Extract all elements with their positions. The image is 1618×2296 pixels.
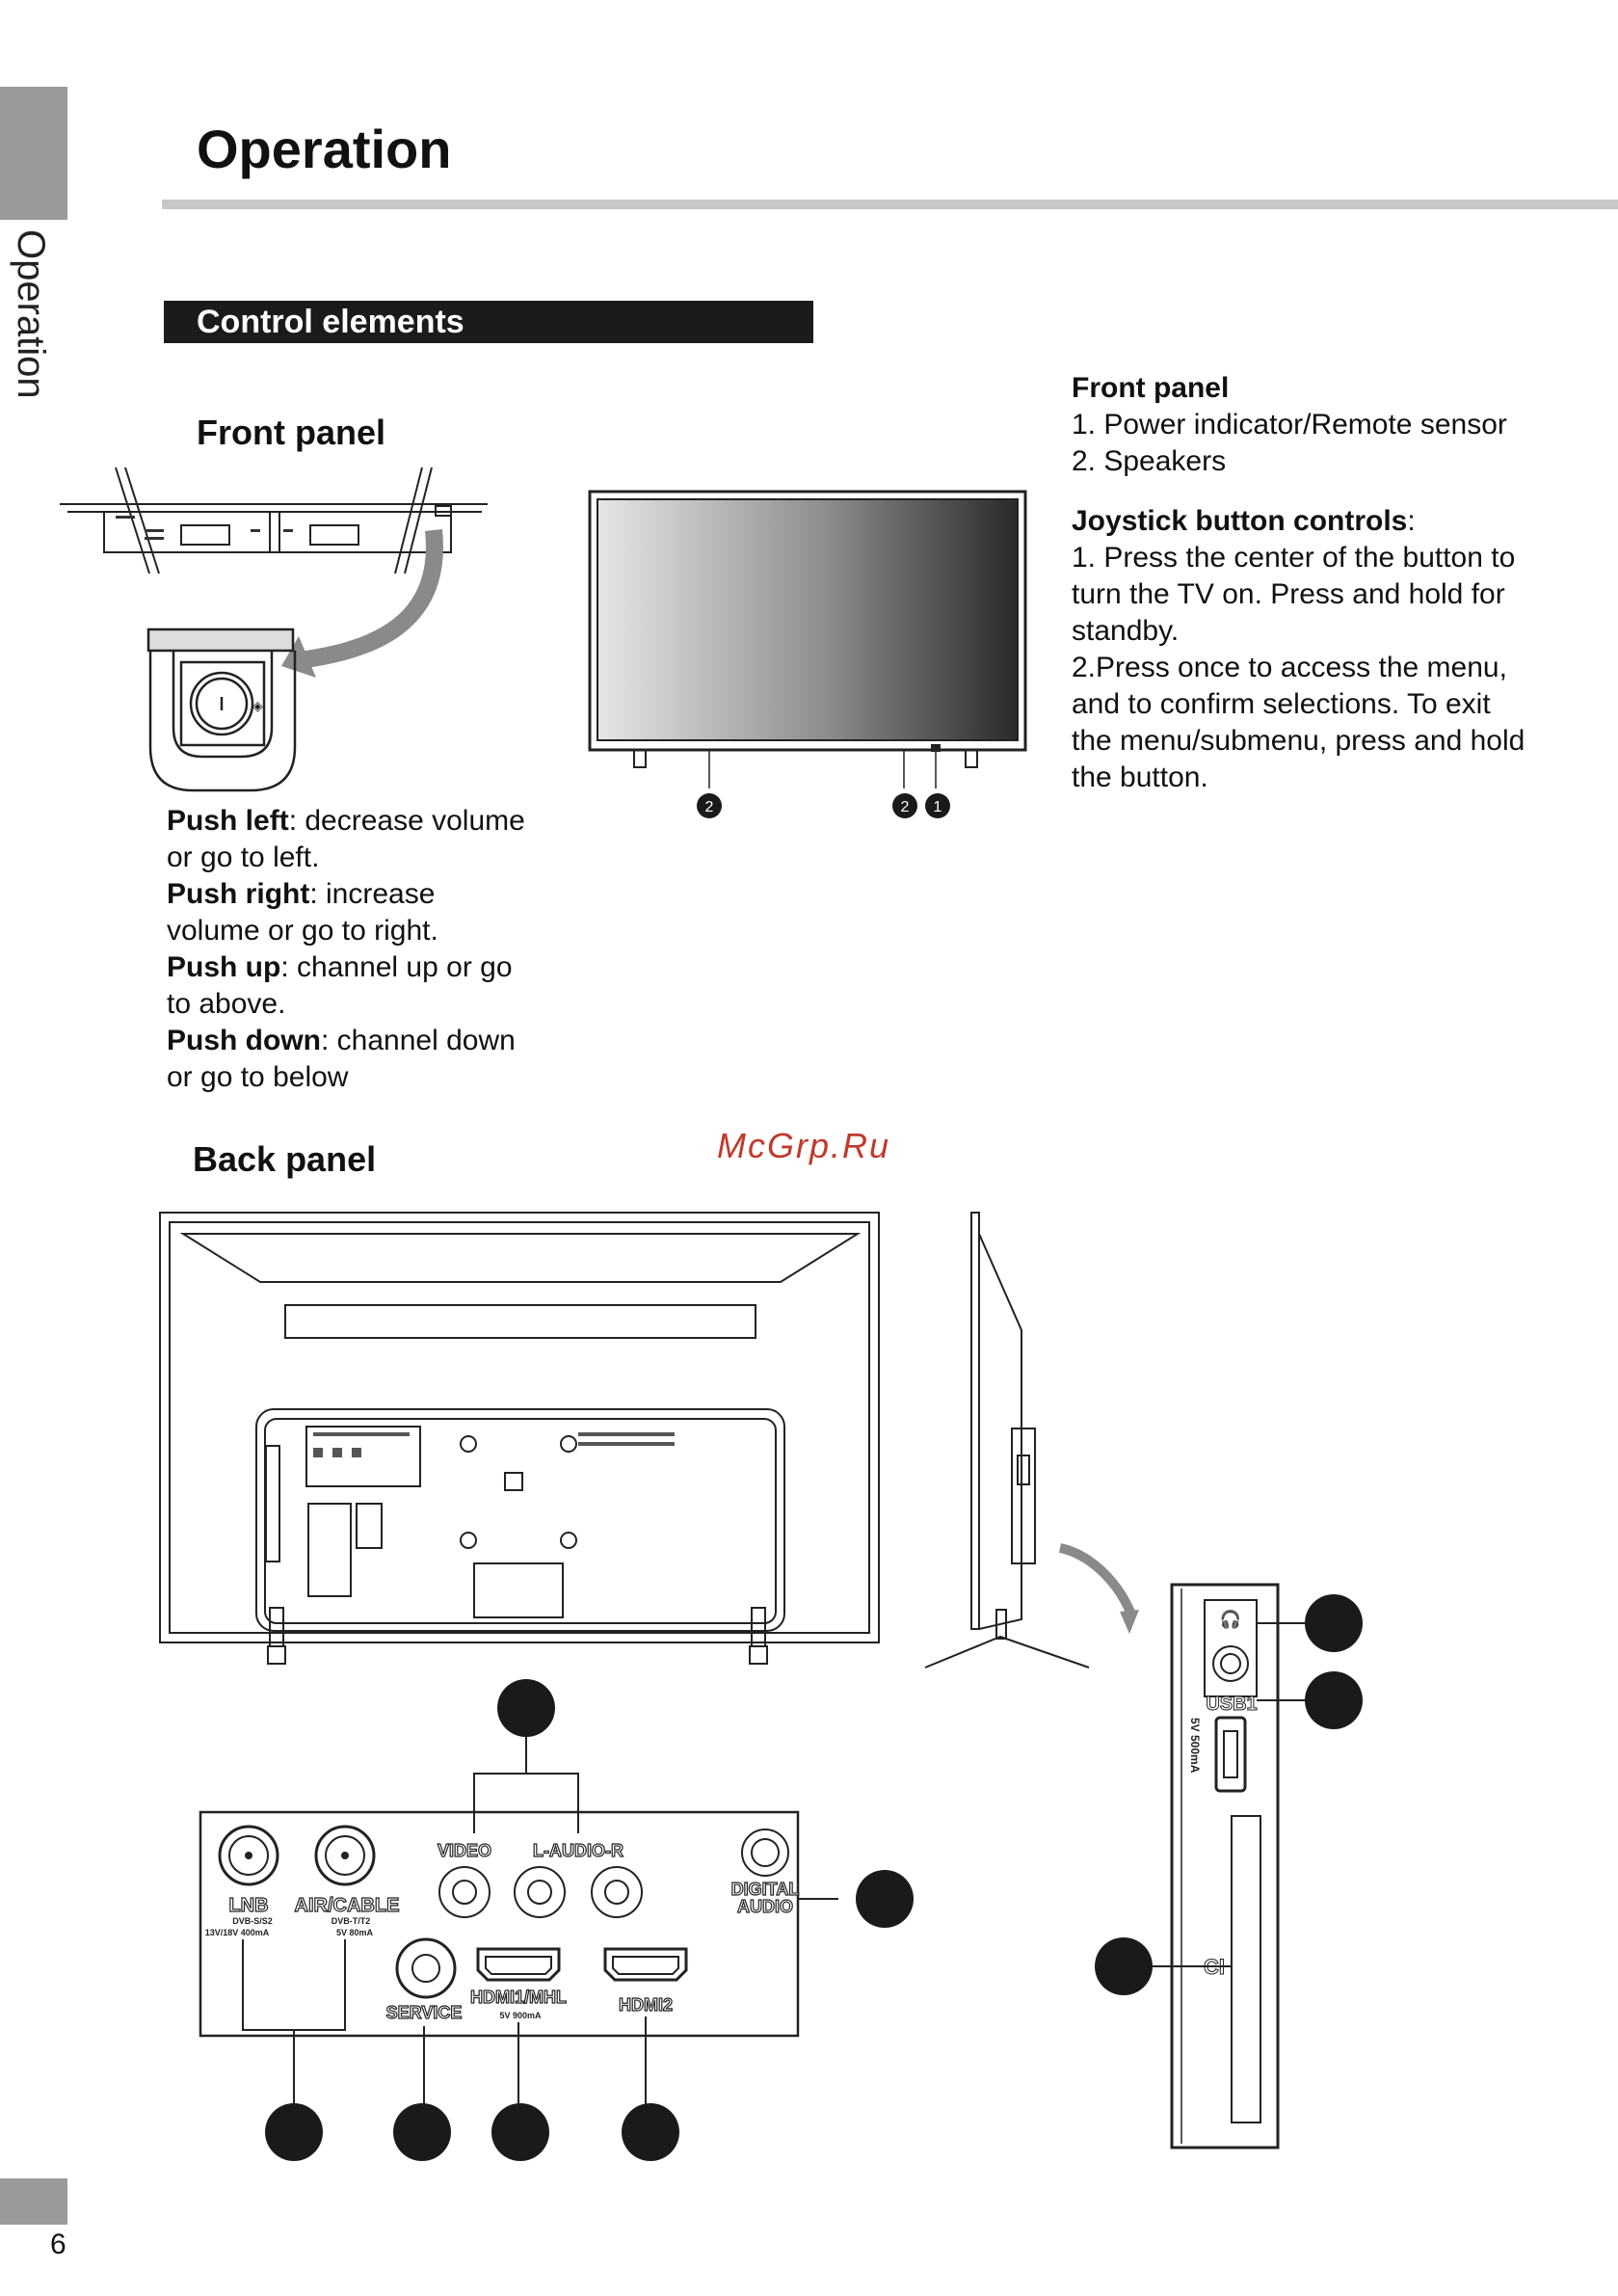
callout-speaker-left: 2 (705, 799, 714, 815)
callout-digital-audio (856, 1870, 914, 1928)
lnb-label: LNB (228, 1895, 268, 1916)
lnb-rating: 13V/18V 400mA (205, 1928, 270, 1937)
callout-usb (1305, 1671, 1363, 1729)
side-tab-label: Operation (10, 229, 52, 399)
front-panel-legend-title: Front panel (1072, 372, 1230, 404)
svg-text:◈: ◈ (252, 698, 263, 713)
digital-audio-jack (741, 1829, 789, 1877)
tv-rear-view-illustration (159, 1212, 880, 1665)
callout-antenna-inputs (265, 2103, 323, 2161)
hdmi1-rating: 5V 900mA (499, 2011, 542, 2020)
front-legend-item: 2. Speakers (1072, 445, 1227, 477)
lnb-standard: DVB-S/S2 (232, 1916, 273, 1926)
usb-label: USB1 (1206, 1694, 1257, 1715)
front-legend-item: 1. Power indicator/Remote sensor (1072, 409, 1507, 441)
joystick-line: turn the TV on. Press and hold for (1072, 578, 1505, 610)
page-number: 6 (50, 2229, 66, 2260)
ci-slot (1231, 1815, 1261, 2123)
digital-audio-label-2: AUDIO (737, 1897, 793, 1916)
joystick-line: 1. Press the center of the button to (1072, 542, 1516, 574)
side-connector-panel-diagram: 🎧 USB1 5V 500mA CI (1095, 1583, 1363, 2149)
service-connector (395, 1937, 457, 1999)
callout-hdmi2 (622, 2103, 679, 2161)
tv-top-view-joystick-illustration: ◈ (60, 467, 488, 792)
headphone-jack (1212, 1645, 1249, 1682)
air-cable-connector (314, 1825, 376, 1886)
title-divider (162, 200, 1618, 209)
watermark: McGrp.Ru (717, 1126, 891, 1165)
callout-hdmi1 (491, 2103, 549, 2161)
video-rca-jack (438, 1866, 491, 1918)
hdmi1-port (476, 1947, 561, 1982)
callout-av-inputs (497, 1679, 555, 1737)
hdmi2-port (603, 1947, 688, 1982)
joystick-line: standby. (1072, 615, 1180, 647)
digital-audio-label-1: DIGITAL (731, 1880, 800, 1899)
air-standard: DVB-T/T2 (332, 1916, 371, 1926)
audio-right-rca-jack (591, 1866, 643, 1918)
page-title: Operation (197, 119, 452, 179)
section-heading-control-elements: Control elements (164, 301, 813, 343)
headphone-icon: 🎧 (1220, 1609, 1241, 1629)
tv-front-view-illustration: 2 2 1 (588, 490, 1027, 818)
joystick-line: the button. (1072, 761, 1208, 793)
back-panel-heading: Back panel (193, 1139, 377, 1179)
side-tab-marker (0, 87, 67, 220)
joystick-controls-title: Joystick button controls: (1072, 505, 1416, 537)
joystick-line: and to confirm selections. To exit (1072, 688, 1491, 720)
joystick-line: the menu/submenu, press and hold (1072, 725, 1525, 757)
hdmi1-label: HDMI1/MHL (470, 1988, 567, 2007)
usb-rating: 5V 500mA (1188, 1718, 1202, 1774)
page-number-tab (0, 2178, 67, 2225)
callout-ci-slot (1095, 1937, 1153, 1995)
joystick-line: 2.Press once to access the menu, (1072, 652, 1507, 683)
callout-headphone (1305, 1594, 1363, 1652)
usb-port (1214, 1716, 1247, 1793)
air-rating: 5V 80mA (336, 1928, 374, 1937)
rear-connector-panel-diagram: LNB AIR/CABLE VIDEO L-AUDIO-R DIGITAL AU… (199, 1679, 914, 2161)
video-label: VIDEO (438, 1841, 491, 1860)
audio-label: L-AUDIO-R (533, 1841, 623, 1860)
hdmi2-label: HDMI2 (619, 1995, 673, 2015)
front-panel-legend: Front panel 1. Power indicator/Remote se… (1072, 370, 1611, 796)
service-label: SERVICE (386, 2003, 463, 2022)
callout-power-indicator: 1 (934, 799, 942, 815)
lnb-connector (218, 1825, 279, 1886)
air-cable-label: AIR/CABLE (295, 1895, 400, 1916)
tv-side-view-illustration (924, 1212, 1139, 1669)
callout-service (393, 2103, 451, 2161)
callout-speaker-right: 2 (901, 799, 910, 815)
front-panel-heading: Front panel (197, 413, 385, 452)
audio-left-rca-jack (514, 1866, 566, 1918)
